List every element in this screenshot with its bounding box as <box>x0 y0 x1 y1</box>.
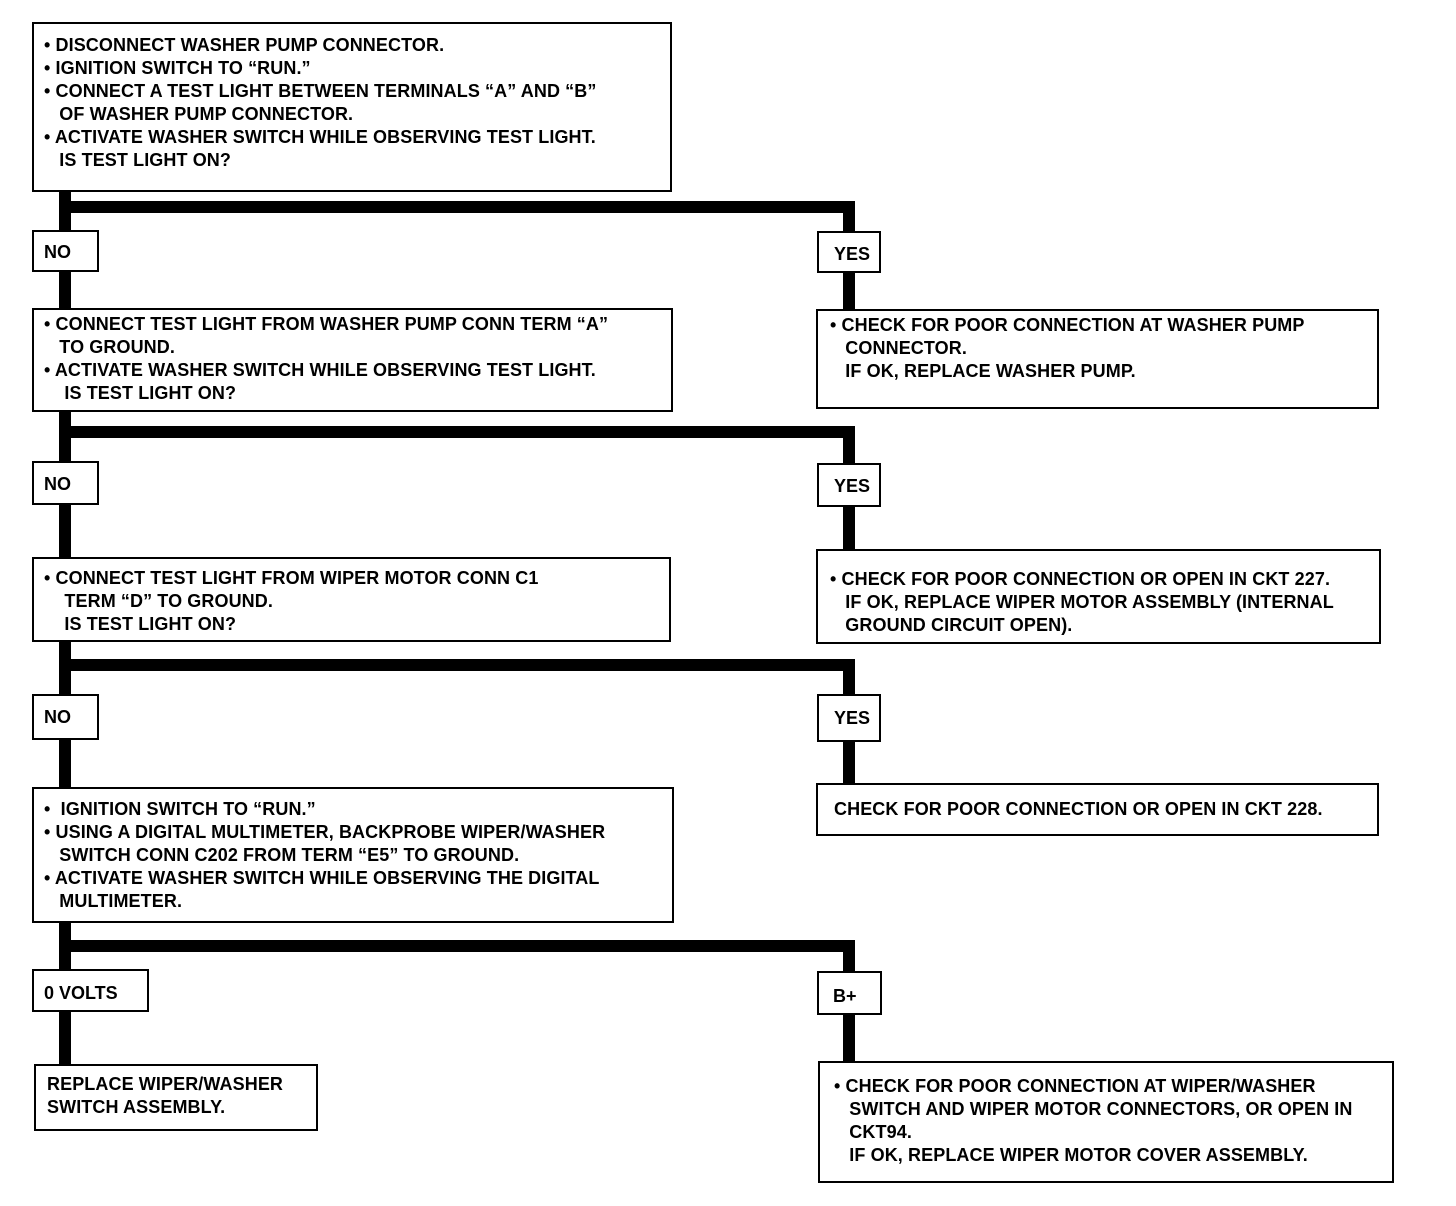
result-1-line: • CHECK FOR POOR CONNECTION AT WASHER PU… <box>830 315 1305 335</box>
step-2-line: • ACTIVATE WASHER SWITCH WHILE OBSERVING… <box>44 360 596 380</box>
label-b-plus: B+ <box>817 971 882 1015</box>
result-1-line: CONNECTOR. <box>830 338 967 358</box>
step-2-box: • CONNECT TEST LIGHT FROM WASHER PUMP CO… <box>32 308 673 412</box>
step-1-line: • IGNITION SWITCH TO “RUN.” <box>44 58 311 78</box>
result-5-line: IF OK, REPLACE WIPER MOTOR COVER ASSEMBL… <box>834 1145 1308 1165</box>
step-4-line: • IGNITION SWITCH TO “RUN.” <box>44 799 316 819</box>
label-no-2: NO <box>32 461 99 505</box>
label-zero-volts: 0 VOLTS <box>32 969 149 1012</box>
result-2-box: • CHECK FOR POOR CONNECTION OR OPEN IN C… <box>816 549 1381 644</box>
label-no-1: NO <box>32 230 99 272</box>
step-1-line: • DISCONNECT WASHER PUMP CONNECTOR. <box>44 35 445 55</box>
connector-branch-4 <box>59 940 855 952</box>
connector-branch-2 <box>59 426 855 438</box>
result-2-line: IF OK, REPLACE WIPER MOTOR ASSEMBLY (INT… <box>830 592 1334 612</box>
result-5-box: • CHECK FOR POOR CONNECTION AT WIPER/WAS… <box>818 1061 1394 1183</box>
result-3-box: CHECK FOR POOR CONNECTION OR OPEN IN CKT… <box>816 783 1379 836</box>
result-1-box: • CHECK FOR POOR CONNECTION AT WASHER PU… <box>816 309 1379 409</box>
result-2-line: • CHECK FOR POOR CONNECTION OR OPEN IN C… <box>830 569 1331 589</box>
step-1-line: • ACTIVATE WASHER SWITCH WHILE OBSERVING… <box>44 127 596 147</box>
step-4-line: • USING A DIGITAL MULTIMETER, BACKPROBE … <box>44 822 606 842</box>
result-4-box: REPLACE WIPER/WASHER SWITCH ASSEMBLY. <box>34 1064 318 1131</box>
result-1-line: IF OK, REPLACE WASHER PUMP. <box>830 361 1136 381</box>
step-2-line: IS TEST LIGHT ON? <box>44 383 237 403</box>
result-4-line: REPLACE WIPER/WASHER <box>47 1074 284 1094</box>
label-no-3: NO <box>32 694 99 740</box>
result-2-line: GROUND CIRCUIT OPEN). <box>830 615 1073 635</box>
result-3-line: CHECK FOR POOR CONNECTION OR OPEN IN CKT… <box>834 799 1323 819</box>
step-3-line: TERM “D” TO GROUND. <box>44 591 273 611</box>
step-3-box: • CONNECT TEST LIGHT FROM WIPER MOTOR CO… <box>32 557 671 642</box>
step-3-line: IS TEST LIGHT ON? <box>44 614 237 634</box>
step-1-line: OF WASHER PUMP CONNECTOR. <box>44 104 354 124</box>
label-yes-2: YES <box>817 463 881 507</box>
step-3-line: • CONNECT TEST LIGHT FROM WIPER MOTOR CO… <box>44 568 539 588</box>
connector-branch-1 <box>59 201 855 213</box>
result-5-line: • CHECK FOR POOR CONNECTION AT WIPER/WAS… <box>834 1076 1316 1096</box>
step-2-line: • CONNECT TEST LIGHT FROM WASHER PUMP CO… <box>44 314 609 334</box>
step-1-box: • DISCONNECT WASHER PUMP CONNECTOR. • IG… <box>32 22 672 192</box>
step-2-line: TO GROUND. <box>44 337 175 357</box>
step-4-line: • ACTIVATE WASHER SWITCH WHILE OBSERVING… <box>44 868 600 888</box>
label-yes-1: YES <box>817 231 881 273</box>
label-yes-3: YES <box>817 694 881 742</box>
step-1-line: • CONNECT A TEST LIGHT BETWEEN TERMINALS… <box>44 81 597 101</box>
result-5-line: SWITCH AND WIPER MOTOR CONNECTORS, OR OP… <box>834 1099 1353 1119</box>
result-5-line: CKT94. <box>834 1122 912 1142</box>
result-4-line: SWITCH ASSEMBLY. <box>47 1097 226 1117</box>
step-1-line: IS TEST LIGHT ON? <box>44 150 232 170</box>
step-4-box: • IGNITION SWITCH TO “RUN.” • USING A DI… <box>32 787 674 923</box>
step-4-line: SWITCH CONN C202 FROM TERM “E5” TO GROUN… <box>44 845 520 865</box>
step-4-line: MULTIMETER. <box>44 891 183 911</box>
connector-branch-3 <box>59 659 855 671</box>
